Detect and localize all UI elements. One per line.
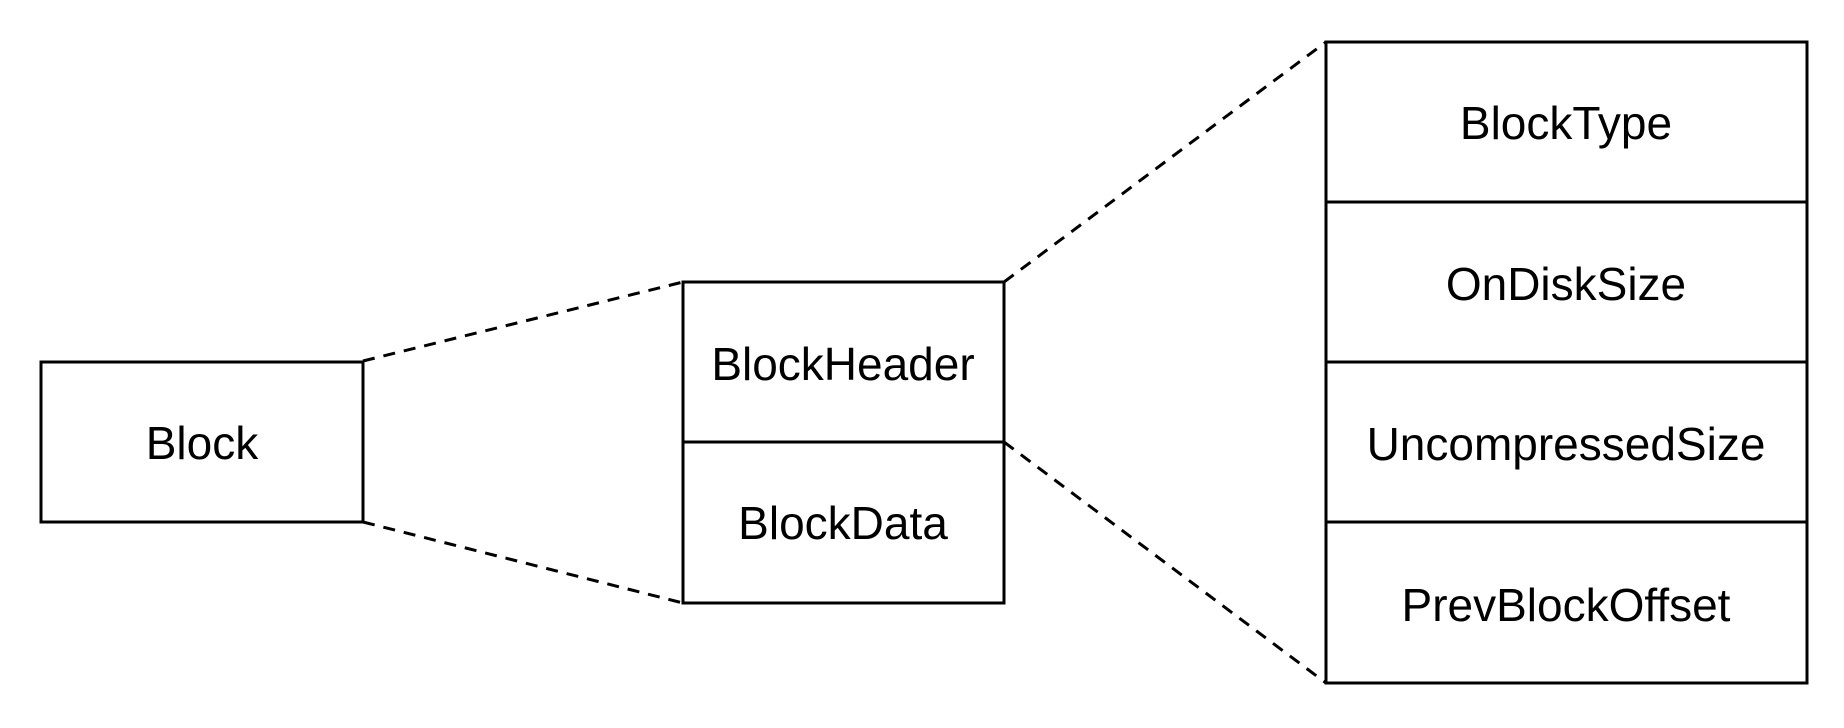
connector-header-bottom <box>1003 440 1327 685</box>
header-fields-stack: BlockType OnDiskSize UncompressedSize Pr… <box>1324 40 1809 685</box>
field-block-type: BlockType <box>1460 97 1672 149</box>
connector-header-top <box>1003 40 1327 284</box>
field-prev-block-offset: PrevBlockOffset <box>1402 579 1731 631</box>
block-data-rect <box>681 440 1006 605</box>
connector-block-top <box>362 280 684 363</box>
connector-lines <box>362 40 1327 685</box>
field-on-disk-size: OnDiskSize <box>1446 258 1686 310</box>
block-header-label: BlockHeader <box>711 338 974 390</box>
block-parts-stack: BlockHeader BlockData <box>681 280 1006 605</box>
block-label: Block <box>146 417 259 469</box>
block-box: Block <box>39 360 365 524</box>
field-uncompressed-size: UncompressedSize <box>1367 418 1766 470</box>
connector-block-bottom <box>362 520 684 605</box>
block-data-label: BlockData <box>738 497 948 549</box>
block-rect <box>39 360 365 524</box>
